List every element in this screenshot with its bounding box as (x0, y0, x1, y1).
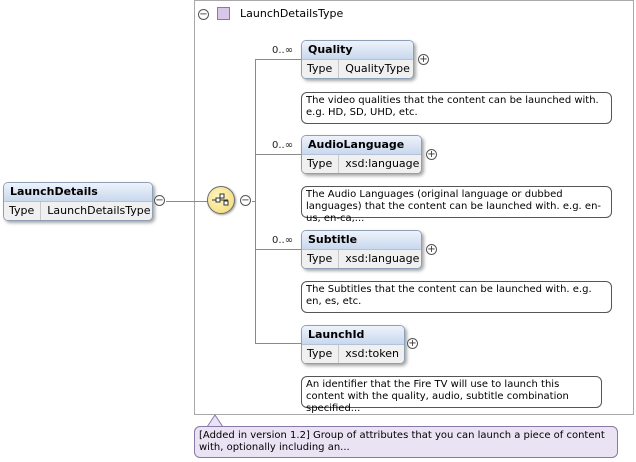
type-value: LaunchDetailsType (41, 202, 152, 220)
expand-audiolanguage-icon[interactable]: + (426, 149, 437, 160)
collapse-root-icon[interactable]: − (154, 195, 165, 206)
element-box-launchid[interactable]: LaunchId Type xsd:token (301, 325, 405, 364)
element-type-row: Type xsd:token (302, 345, 404, 363)
element-box-quality[interactable]: Quality Type QualityType (301, 40, 414, 79)
type-value: xsd:language (339, 155, 421, 173)
expand-subtitle-icon[interactable]: + (426, 244, 437, 255)
type-label: Type (302, 155, 340, 173)
complex-type-name: LaunchDetailsType (240, 7, 344, 20)
cardinality-label: 0..∞ (272, 45, 294, 56)
sequence-glyph-icon (212, 193, 229, 206)
root-element-name: LaunchDetails (4, 183, 152, 202)
type-value: xsd:language (339, 250, 421, 268)
complex-type-icon (217, 7, 230, 20)
type-label: Type (302, 60, 340, 78)
connector-line (166, 201, 208, 202)
element-type-row: Type xsd:language (302, 155, 421, 173)
annotation-note: [Added in version 1.2] Group of attribut… (194, 426, 618, 458)
expand-launchid-icon[interactable]: + (407, 338, 418, 349)
doc-note-quality: The video qualities that the content can… (301, 92, 612, 124)
cardinality-label: 0..∞ (272, 235, 294, 246)
type-label: Type (4, 202, 42, 220)
doc-note-audiolanguage: The Audio Languages (original language o… (301, 186, 612, 224)
doc-note-subtitle: The Subtitles that the content can be la… (301, 281, 612, 313)
doc-note-launchid: An identifier that the Fire TV will use … (301, 376, 602, 414)
element-box-subtitle[interactable]: Subtitle Type xsd:language (301, 230, 422, 269)
branch-line-2 (255, 154, 301, 155)
type-value: xsd:token (339, 345, 404, 363)
element-type-row: Type QualityType (302, 60, 413, 78)
expand-quality-icon[interactable]: + (418, 54, 429, 65)
element-name: AudioLanguage (302, 136, 421, 155)
collapse-sequence-icon[interactable]: − (240, 195, 251, 206)
cardinality-label: 0..∞ (272, 140, 294, 151)
element-type-row: Type xsd:language (302, 250, 421, 268)
root-element-type-row: Type LaunchDetailsType (4, 202, 152, 220)
branch-line-3 (255, 249, 301, 250)
element-name: Quality (302, 41, 413, 60)
element-name: LaunchId (302, 326, 404, 345)
collapse-type-icon[interactable]: − (198, 9, 209, 20)
branch-line-4 (255, 343, 301, 344)
tree-stub-line (252, 201, 256, 202)
element-name: Subtitle (302, 231, 421, 250)
branch-line-1 (255, 59, 301, 60)
type-value: QualityType (339, 60, 413, 78)
sequence-compositor-icon[interactable] (207, 186, 235, 214)
type-label: Type (302, 250, 340, 268)
type-label: Type (302, 345, 340, 363)
root-element-box[interactable]: LaunchDetails Type LaunchDetailsType (3, 182, 153, 221)
element-box-audiolanguage[interactable]: AudioLanguage Type xsd:language (301, 135, 422, 174)
